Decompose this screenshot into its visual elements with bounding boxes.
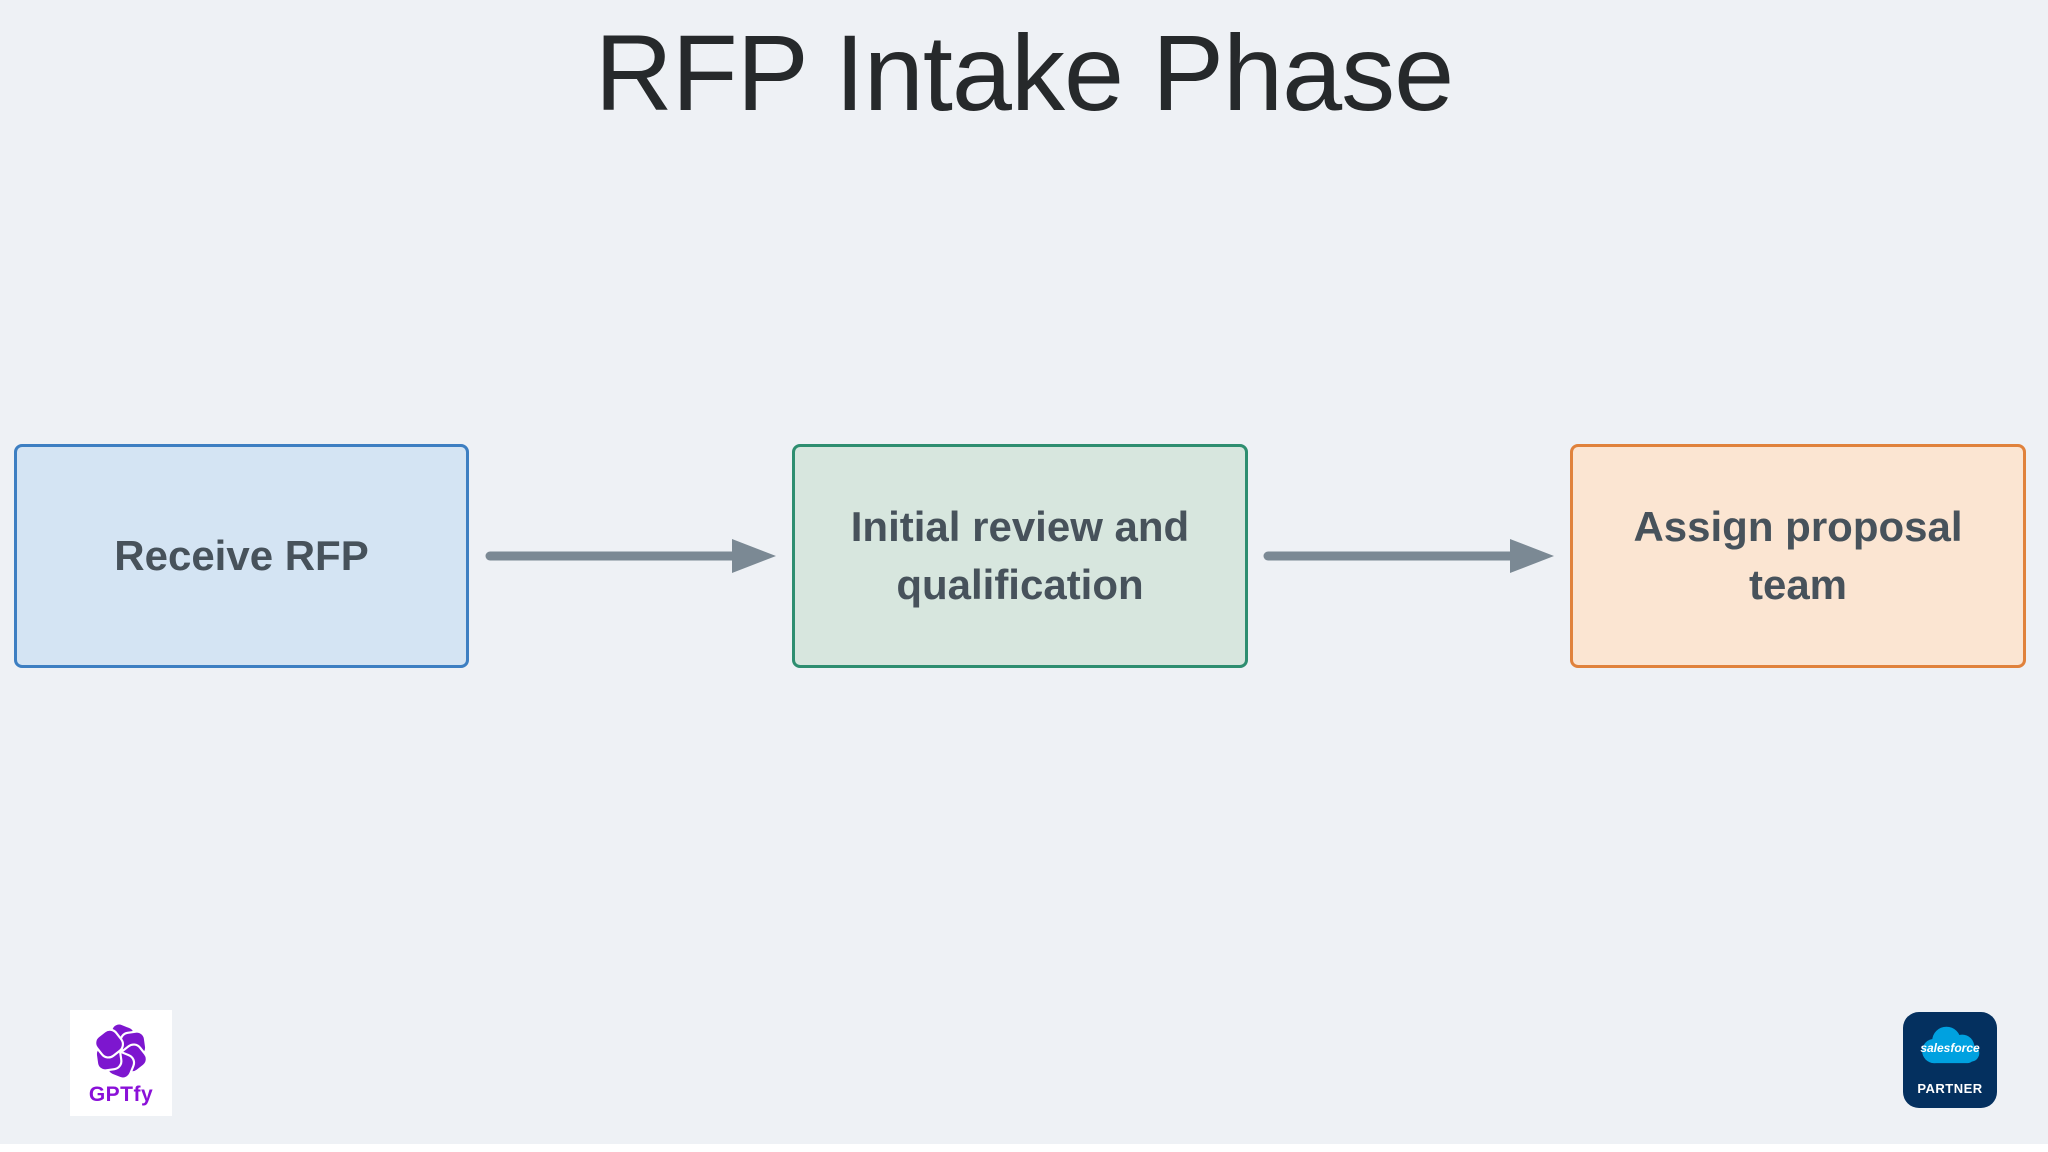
- salesforce-wordmark: salesforce: [1920, 1041, 1980, 1055]
- flow-node-label: Initial review and: [850, 503, 1190, 551]
- flow-node-label: Assign proposal: [1633, 503, 1963, 551]
- flow-node-initial-review: Initial review and qualification: [792, 444, 1248, 668]
- flow-node-label: qualification: [896, 561, 1144, 608]
- flow-arrow-2: [1263, 539, 1554, 573]
- salesforce-cloud-icon: [1922, 1026, 1980, 1064]
- flow-node-label: Receive RFP: [114, 532, 369, 580]
- arrowhead-icon: [732, 539, 776, 573]
- gptfy-logo: GPTfy: [70, 1010, 172, 1116]
- bottom-edge-strip: [0, 1144, 2048, 1152]
- gptfy-pinwheel-icon: [94, 1021, 148, 1080]
- partner-label: PARTNER: [1917, 1081, 1983, 1096]
- flow-arrow-1: [485, 539, 776, 573]
- page-title: RFP Intake Phase: [594, 12, 1455, 133]
- flow-node-assign-team: Assign proposal team: [1570, 444, 2026, 668]
- gptfy-wordmark: GPTfy: [88, 1082, 154, 1106]
- flow-node-receive-rfp: Receive RFP: [14, 444, 469, 668]
- arrowhead-icon: [1510, 539, 1554, 573]
- salesforce-partner-badge: salesforce PARTNER: [1903, 1012, 1997, 1108]
- flow-node-label: team: [1748, 561, 1848, 608]
